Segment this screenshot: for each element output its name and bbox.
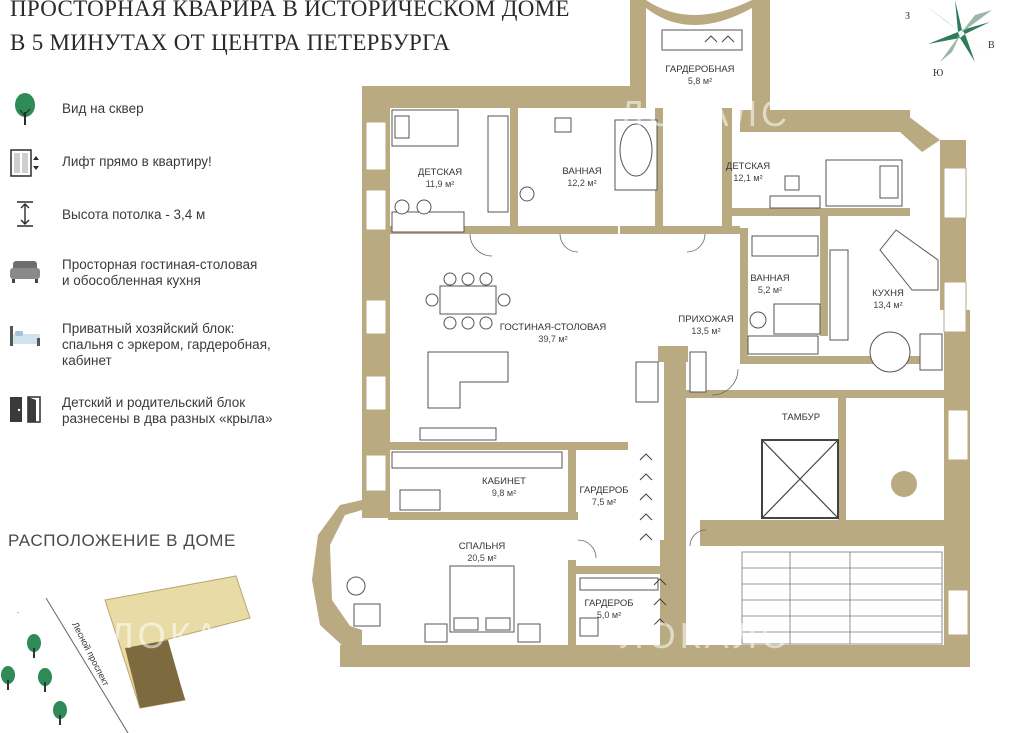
- watermark: ЛОКАЛС: [110, 615, 281, 656]
- room-name: Спальня: [459, 541, 506, 552]
- feature-text: Вид на сквер: [62, 101, 144, 116]
- room-name: Кабинет: [482, 476, 526, 487]
- tree-icon: [8, 92, 42, 126]
- column: [891, 471, 917, 497]
- sofa: [427, 351, 509, 409]
- feature-text: Лифт прямо в квартиру!: [62, 154, 212, 169]
- kitchen-table: [869, 331, 911, 373]
- feature-text: Детский и родительский блок разнесены в …: [62, 395, 273, 426]
- room-area: 5,0 м²: [597, 610, 621, 620]
- room-area: 13,4 м²: [873, 300, 902, 310]
- feature-text: Приватный хозяйский блок: спальня с эрке…: [62, 321, 271, 368]
- feature-zones: Детский и родительский блок разнесены в …: [8, 392, 338, 427]
- room-name: Гардероб: [584, 598, 633, 609]
- trees: [1, 634, 67, 725]
- compass-rose: З В Ю: [905, 0, 995, 79]
- room-name: Гостиная-столовая: [500, 322, 607, 333]
- furniture: [346, 29, 943, 643]
- room-area: 7,5 м²: [592, 497, 616, 507]
- title-line-2: в 5 минутах от центра Петербурга: [10, 30, 451, 55]
- elevator-shaft: [761, 439, 917, 519]
- room-name: Детская: [418, 167, 462, 178]
- walls: [312, 0, 970, 667]
- location-title: Расположение в доме: [8, 531, 236, 550]
- room-area: 11,9 м²: [426, 179, 455, 189]
- apartment-highlight: [125, 640, 185, 708]
- room-area: 39,7 м²: [538, 334, 567, 344]
- room-labels: Гардеробная 5,8 м² Детская 11,9 м² Ванна…: [418, 64, 904, 620]
- room-area: 9,8 м²: [492, 488, 516, 498]
- dining-table: [439, 285, 497, 315]
- staircase: [741, 551, 943, 645]
- page-title: Просторная кварира в историческом доме в…: [10, 0, 590, 60]
- doors: [469, 233, 739, 559]
- wardrobe-hangers: [639, 35, 735, 626]
- feature-master: Приватный хозяйский блок: спальня с эрке…: [8, 318, 338, 369]
- ceiling-height-icon: [8, 197, 42, 231]
- elevator-icon: [8, 146, 42, 180]
- feature-living: Просторная гостиная-столовая и обособлен…: [8, 254, 338, 289]
- compass-east: В: [988, 40, 995, 51]
- feature-view: Вид на сквер: [8, 92, 338, 126]
- room-area: 20,5 м²: [467, 553, 496, 563]
- feature-text: Высота потолка - 3,4 м: [62, 207, 206, 222]
- watermark: ЛОКАЛС: [620, 615, 791, 656]
- room-name: Ванная: [562, 166, 601, 177]
- room-area: 13,5 м²: [691, 326, 720, 336]
- feature-text: Просторная гостиная-столовая и обособлен…: [62, 257, 258, 288]
- room-name: Тамбур: [782, 412, 820, 423]
- room-name: Ванная: [750, 273, 789, 284]
- room-name: Кухня: [872, 288, 904, 299]
- watermark: ЛОКАЛС: [620, 93, 791, 134]
- street-label: Лесной проспект: [70, 620, 111, 687]
- feature-elevator: Лифт прямо в квартиру!: [8, 146, 338, 180]
- room-area: 5,2 м²: [758, 285, 782, 295]
- compass-south: Ю: [933, 68, 943, 79]
- windows: [365, 121, 969, 636]
- bed-icon: [8, 318, 42, 352]
- doors-icon: [8, 392, 42, 426]
- compass-west: З: [905, 11, 910, 22]
- title-line-1: Просторная кварира в историческом доме: [10, 0, 570, 21]
- room-area: 5,8 м²: [688, 76, 712, 86]
- sofa-icon: [8, 254, 42, 288]
- room-area: 12,1 м²: [733, 173, 762, 183]
- room-name: Гардероб: [579, 485, 628, 496]
- room-name: Прихожая: [678, 314, 733, 325]
- room-name: Гардеробная: [665, 64, 734, 75]
- feature-ceiling: Высота потолка - 3,4 м: [8, 197, 338, 231]
- room-area: 12,2 м²: [567, 178, 596, 188]
- room-name: Детская: [726, 161, 770, 172]
